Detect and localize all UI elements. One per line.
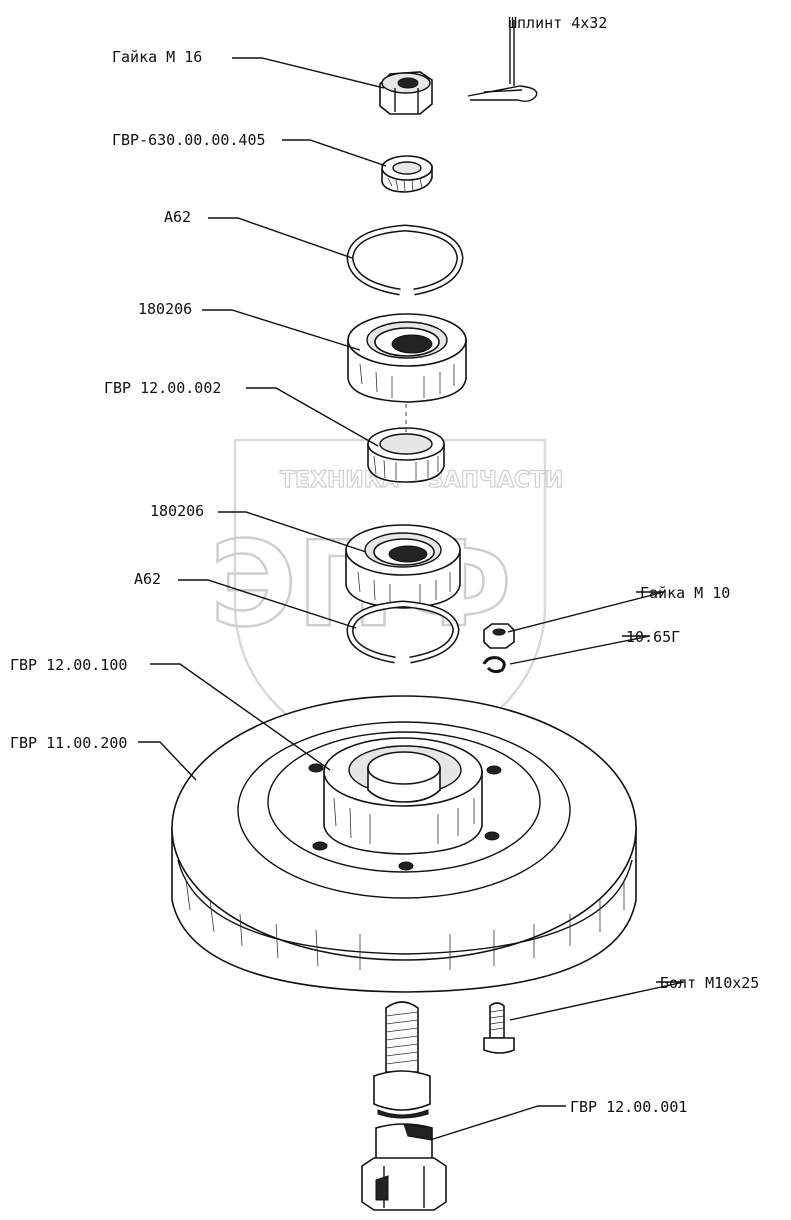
leader-nut-m16 <box>232 57 385 89</box>
label-pulley: ГВР 11.00.200 <box>10 734 127 752</box>
lock-washer-part <box>482 656 506 674</box>
leader-bearing-top <box>202 309 361 351</box>
label-nut-m10: Гайка М 10 <box>640 584 730 602</box>
leader-spacer <box>246 387 379 447</box>
leader-axle <box>429 1105 566 1141</box>
label-axle: ГВР 12.00.001 <box>570 1098 687 1116</box>
leader-bearing-bottom <box>218 511 367 553</box>
bearing-top-part <box>347 313 467 403</box>
leader-pulley <box>138 741 197 781</box>
label-spacer: ГВР 12.00.002 <box>104 379 221 397</box>
leader-lock-washer <box>509 635 651 665</box>
label-hub: ГВР 12.00.100 <box>10 656 127 674</box>
label-nut-m16: Гайка М 16 <box>112 48 202 66</box>
watermark-tagline-right: ЗАПЧАСТИ <box>428 468 563 493</box>
leader-nut-m10 <box>507 591 665 633</box>
axle-part <box>361 1001 447 1211</box>
label-washer: ГВР-630.00.00.405 <box>112 131 266 149</box>
label-lock-washer: 10.65Г <box>626 628 680 646</box>
nut-m10-part <box>483 623 515 649</box>
label-bearing-top: 180206 <box>138 300 192 318</box>
retaining-ring-bottom-part <box>346 600 460 664</box>
hub-part <box>323 737 483 855</box>
label-bolt: Болт М10x25 <box>660 974 759 992</box>
split-pin-part <box>467 85 538 103</box>
label-split-pin: Шплинт 4x32 <box>508 14 607 32</box>
leader-bolt <box>509 981 685 1021</box>
retaining-ring-top-part <box>346 224 464 296</box>
leader-ring-top <box>208 217 353 259</box>
label-ring-top: А62 <box>164 208 191 226</box>
nut-m16-part <box>379 71 433 115</box>
spacer-part <box>367 427 445 483</box>
label-bearing-bottom: 180206 <box>150 502 204 520</box>
bearing-bottom-part <box>345 524 461 609</box>
leader-hub <box>150 663 331 771</box>
bolt-m10-part <box>483 1002 515 1054</box>
label-ring-bottom: А62 <box>134 570 161 588</box>
leader-washer <box>282 139 387 167</box>
leader-ring-bottom <box>178 579 357 629</box>
washer-part <box>381 155 433 193</box>
